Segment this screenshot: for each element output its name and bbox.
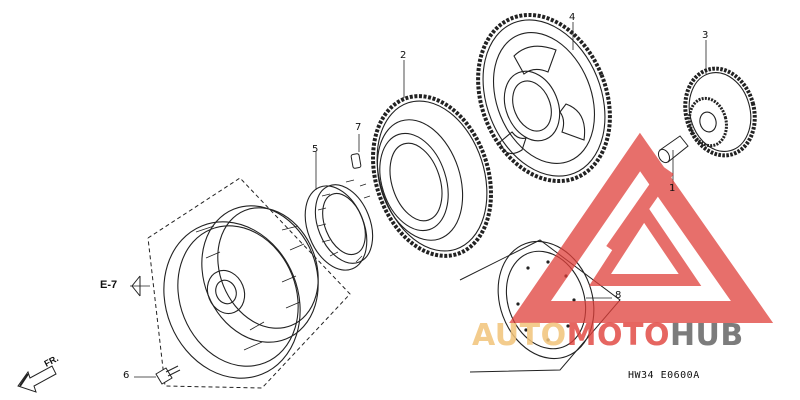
watermark-text-auto: AUTO (472, 318, 567, 353)
drawing-code: HW34 E0600A (628, 370, 700, 381)
part-label-6: 6 (123, 370, 130, 381)
starter-driven-gear (371, 94, 493, 258)
cover-plate-frame (459, 239, 621, 373)
reduction-gear-small (683, 66, 757, 158)
reduction-gear-large (476, 12, 612, 184)
one-way-clutch (304, 179, 374, 271)
part-label-8: 8 (615, 290, 622, 301)
cover-plate (497, 240, 595, 360)
watermark-text: AUTOMOTOHUB (472, 318, 744, 353)
part-label-4: 4 (569, 12, 576, 23)
flange-bolt (155, 365, 181, 385)
reference-arrow (131, 275, 141, 297)
gear-shaft (657, 135, 689, 164)
part-label-5: 5 (312, 144, 319, 155)
flywheel-assembly-outline (147, 177, 351, 389)
watermark-text-moto: MOTO (566, 318, 670, 353)
section-reference-label: E-7 (100, 279, 118, 291)
dowel-pin (350, 153, 362, 169)
part-label-7: 7 (355, 122, 362, 133)
watermark-logo (509, 132, 774, 323)
part-label-3: 3 (702, 30, 709, 41)
flywheel-rotor (163, 205, 319, 379)
part-label-2: 2 (400, 50, 407, 61)
part-label-1: 1 (669, 183, 676, 194)
front-direction-arrow (17, 365, 57, 393)
watermark-text-hub: HUB (669, 318, 744, 353)
